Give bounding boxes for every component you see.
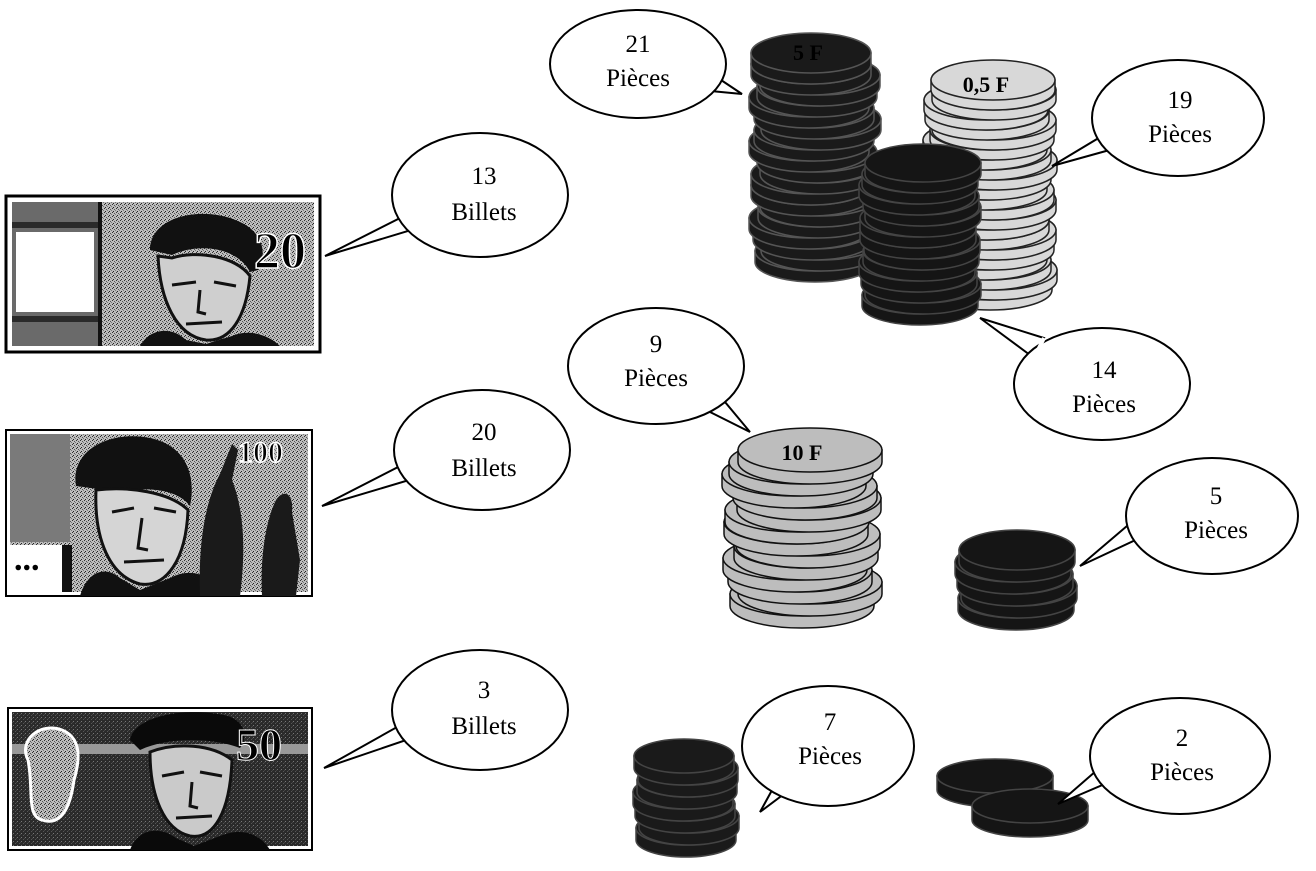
bubble-13-count: 13 [472, 163, 497, 190]
banknote-50-numeral: 50 [236, 719, 282, 770]
bubble-14-unit: Pièces [1072, 391, 1136, 418]
bubble-2-pieces: 2 Pièces [1057, 697, 1271, 815]
bubble-9-pieces: 9 Pièces [567, 307, 751, 433]
bubble-19-count: 19 [1168, 87, 1193, 114]
bubble-20-count: 20 [472, 419, 497, 446]
coin-face [930, 59, 1056, 101]
coin-face [971, 788, 1089, 824]
bubble-14-pieces: 14 Pièces [979, 317, 1191, 441]
bubble-13-unit: Billets [451, 199, 516, 226]
coin-stack-small-right [954, 529, 1078, 631]
coin-stack-10f [721, 427, 883, 629]
bubble-20-billets: 20 Billets [321, 389, 571, 511]
coin-stack-5f [748, 32, 882, 283]
bubble-3-count: 3 [478, 677, 491, 704]
bubble-9-unit: Pièces [624, 365, 688, 392]
coin-stack-dark-middle [858, 143, 982, 326]
coin-stacks [632, 32, 1089, 858]
bubble-2-count: 2 [1176, 725, 1189, 752]
bubble-13-billets: 13 Billets [324, 132, 569, 258]
coin-face [958, 529, 1076, 571]
coin-050f-label: 0,5 F [963, 72, 1009, 97]
bubble-20-unit: Billets [451, 455, 516, 482]
banknote-100: ... 100 [5, 429, 313, 597]
banknote-100-corner-text: ... [14, 541, 40, 578]
banknote-20: 20 [4, 194, 322, 354]
coin-face [737, 427, 883, 473]
bubble-19-unit: Pièces [1148, 121, 1212, 148]
coin-face [750, 32, 872, 74]
bubble-3-unit: Billets [451, 713, 516, 740]
coin-face [936, 758, 1054, 794]
banknote-100-numeral: 100 [238, 436, 283, 469]
bubble-7-unit: Pièces [798, 743, 862, 770]
bubble-2-unit: Pièces [1150, 759, 1214, 786]
bubble-5-unit: Pièces [1184, 517, 1248, 544]
bubble-7-count: 7 [824, 709, 837, 736]
bubble-19-pieces: 19 Pièces [1051, 59, 1265, 177]
bubble-21-unit: Pièces [606, 65, 670, 92]
bubble-7-pieces: 7 Pièces [741, 685, 915, 813]
banknote-50: 50 [7, 707, 313, 851]
coin-5f-label: 5 F [793, 40, 823, 65]
bubble-3-billets: 3 Billets [323, 649, 569, 771]
bubble-5-count: 5 [1210, 483, 1223, 510]
bubble-5-pieces: 5 Pièces [1079, 457, 1299, 575]
bubble-14-count: 14 [1092, 357, 1118, 384]
bubble-21-pieces: 21 Pièces [549, 9, 743, 119]
coin-stack-small-left [632, 738, 740, 858]
bubble-9-count: 9 [650, 331, 663, 358]
coin-face [633, 738, 735, 774]
coin-stack-two-b [971, 788, 1089, 838]
banknote-20-numeral: 20 [254, 223, 306, 280]
coin-face [864, 143, 982, 183]
bubble-21-count: 21 [626, 31, 651, 58]
coin-10f-label: 10 F [782, 440, 823, 465]
